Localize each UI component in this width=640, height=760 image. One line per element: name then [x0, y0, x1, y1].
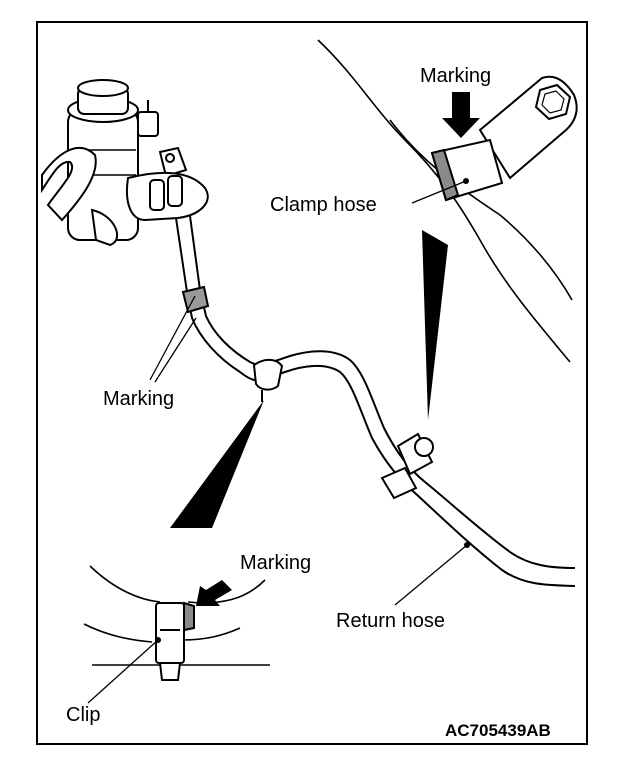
clamp-hose-label: Clamp hose [270, 194, 377, 216]
hose-clamps [181, 285, 434, 500]
clip-label: Clip [66, 704, 101, 726]
clamp-leader-line [411, 180, 467, 204]
detail-clip [155, 601, 195, 681]
supply-hose [41, 146, 119, 247]
marking-left-leaders [149, 295, 197, 383]
return-hose [175, 215, 576, 587]
figure-frame [36, 21, 588, 745]
clip-leader-line [87, 639, 159, 704]
marking-arrow-top [442, 92, 480, 138]
figure-code: AC705439AB [445, 721, 551, 740]
view-pointer-wedge-lower [170, 400, 264, 528]
marking-label-top: Marking [420, 65, 492, 87]
marking-label-left: Marking [103, 388, 175, 410]
return-hose-leader-line [394, 544, 468, 606]
reservoir [67, 79, 159, 241]
view-pointer-wedge-upper [422, 230, 448, 420]
bolt-bracket [478, 75, 578, 180]
reservoir-fittings [126, 146, 209, 222]
marking-label-detail: Marking [240, 552, 312, 574]
marking-arrow-detail [196, 580, 232, 606]
return-hose-label: Return hose [336, 610, 445, 632]
